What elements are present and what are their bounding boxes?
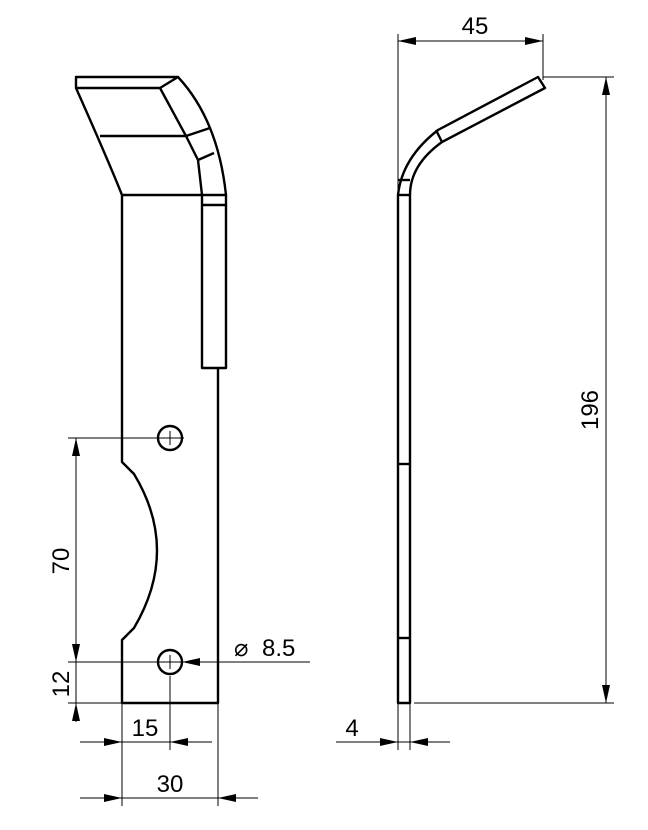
dimension-top-width: 45	[397, 13, 544, 195]
dimension-hole-spacing: 70	[48, 437, 184, 663]
dimension-15-label: 15	[132, 715, 159, 742]
bend-face-lower	[184, 135, 226, 370]
dimension-hole-diameter: ⌀ 8.5	[182, 635, 310, 666]
dimension-30-label: 30	[157, 771, 184, 798]
dimension-total-height: 196	[414, 76, 614, 704]
dimension-hole-edge: 12	[48, 662, 122, 722]
dimension-45-label: 45	[462, 13, 489, 40]
dimension-base-width: 30	[80, 703, 258, 806]
dimension-thickness: 4	[336, 703, 450, 750]
side-bend-line-1	[434, 129, 444, 143]
side-view-outline	[396, 75, 547, 705]
side-view	[396, 75, 547, 705]
dimension-8-5-label: 8.5	[262, 635, 295, 662]
dimension-4-label: 4	[345, 715, 358, 742]
dimension-hole-offset: 15	[80, 676, 212, 750]
diameter-symbol: ⌀	[234, 635, 248, 662]
dimension-196-label: 196	[577, 390, 604, 430]
dimension-12-label: 12	[48, 671, 75, 698]
bend-face-upper	[76, 75, 211, 138]
front-view-outline	[74, 75, 228, 705]
front-view	[74, 75, 228, 705]
dimension-70-label: 70	[48, 548, 75, 575]
